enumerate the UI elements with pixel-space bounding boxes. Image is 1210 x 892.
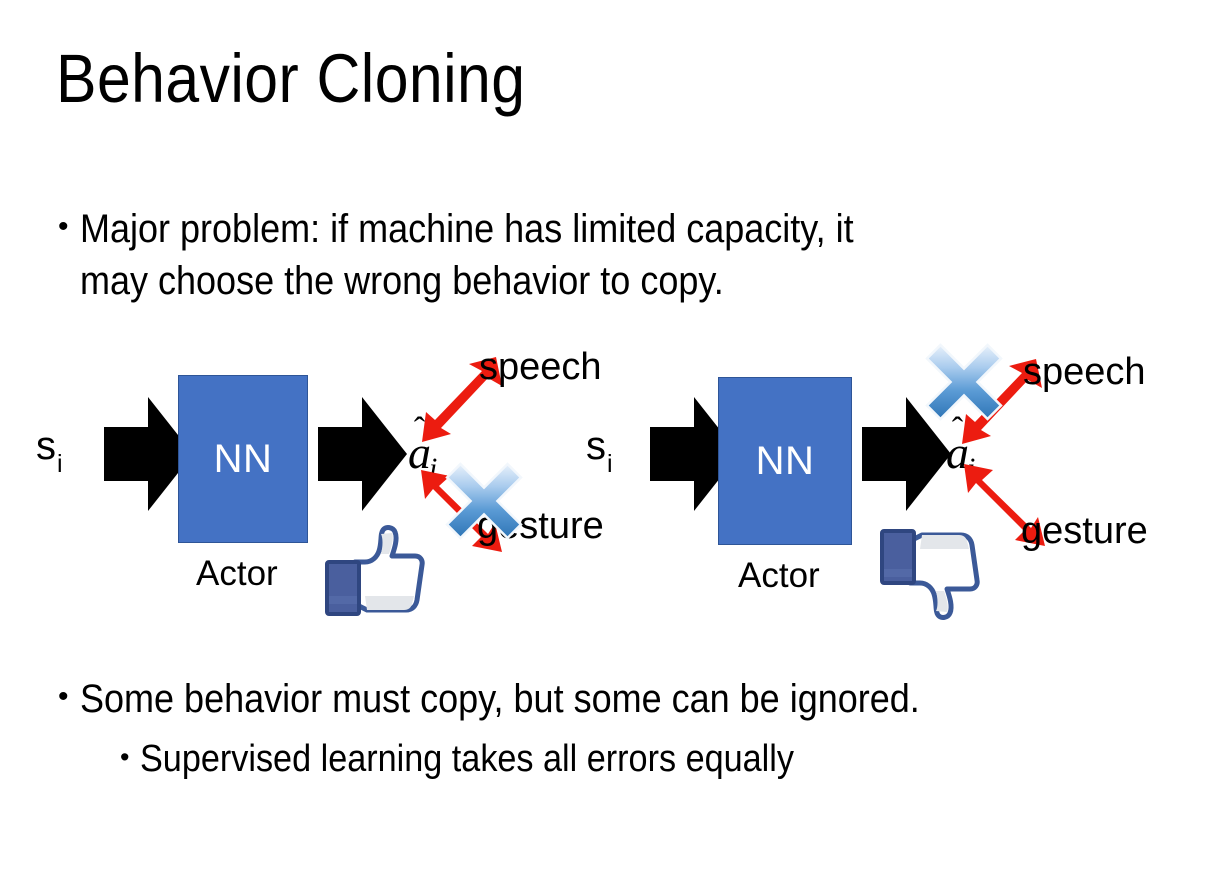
branch-label-gesture-right: gesture — [1021, 510, 1148, 552]
nn-box-label: NN — [213, 436, 273, 481]
bullet-top-text: Major problem: if machine has limited ca… — [79, 207, 854, 303]
branch-arrow-speech-right — [958, 354, 1048, 454]
branch-label-speech-left: speech — [479, 346, 602, 388]
diagram-left: si NN Actor âi speech — [18, 332, 638, 632]
bullet-bottom-level1-text: Some behavior must copy, but some can be… — [79, 677, 920, 721]
bullet-top: • Major problem: if machine has limited … — [58, 203, 1158, 307]
state-subscript: i — [607, 450, 613, 478]
actor-label-right: Actor — [738, 556, 820, 595]
state-label-left: si — [36, 424, 63, 477]
branch-arrow-speech-left — [418, 352, 508, 452]
thumbs-up-icon — [321, 524, 429, 627]
output-arrow-left — [318, 395, 408, 518]
diagram-right: si NN Actor âi speech — [566, 332, 1196, 632]
bullet-bottom-level2: • Supervised learning takes all errors e… — [120, 735, 1180, 784]
nn-box-label: NN — [755, 438, 815, 483]
bullet-marker-icon: • — [120, 742, 130, 772]
state-symbol: s — [586, 424, 606, 468]
bullet-bottom-level2-text: Supervised learning takes all errors equ… — [140, 738, 795, 780]
input-arrow-left — [104, 395, 194, 518]
bullet-bottom-level1: • Some behavior must copy, but some can … — [58, 673, 1178, 725]
state-subscript: i — [57, 450, 63, 478]
nn-box-right: NN — [718, 377, 852, 545]
output-arrow-right — [862, 395, 952, 518]
state-symbol: s — [36, 424, 56, 468]
nn-box-left: NN — [178, 375, 308, 543]
action-subscript: i — [429, 452, 438, 485]
cross-icon-speech-right — [922, 340, 1006, 429]
bullet-marker-icon: • — [58, 210, 69, 243]
cross-icon-gesture-left — [442, 459, 526, 548]
branch-label-speech-right: speech — [1023, 351, 1146, 393]
page-title: Behavior Cloning — [56, 40, 526, 117]
thumbs-down-icon — [876, 520, 984, 629]
branch-arrow-gesture-right — [956, 460, 1051, 560]
state-label-right: si — [586, 424, 613, 477]
input-arrow-right — [650, 395, 740, 518]
actor-label-left: Actor — [196, 554, 278, 593]
bullet-marker-icon: • — [58, 680, 69, 713]
